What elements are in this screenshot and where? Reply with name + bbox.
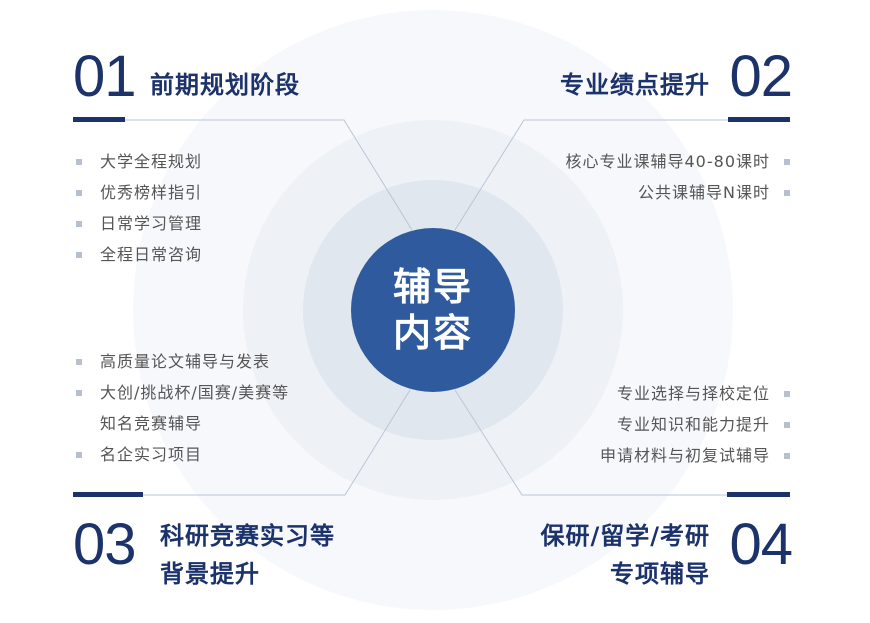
bullet-icon — [76, 251, 82, 258]
bullet-icon — [784, 189, 790, 196]
section-03-title-line2: 背景提升 — [160, 560, 260, 588]
section-03-accent-bar — [73, 492, 143, 497]
section-04-list: 专业选择与择校定位 专业知识和能力提升 申请材料与初复试辅导 — [600, 378, 790, 471]
list-item: 大创/挑战杯/国赛/美赛等 — [76, 377, 289, 408]
list-item: 日常学习管理 — [76, 208, 202, 239]
section-03-number: 03 — [73, 512, 137, 577]
section-02-list: 核心专业课辅导40-80课时 公共课辅导N课时 — [566, 146, 790, 208]
section-01-accent-bar — [73, 117, 125, 122]
list-item: 专业知识和能力提升 — [600, 409, 790, 440]
center-circle: 辅导 内容 — [351, 228, 515, 392]
section-04-title-line2: 专项辅导 — [610, 560, 710, 588]
list-item: 高质量论文辅导与发表 — [76, 346, 289, 377]
bullet-icon — [76, 158, 82, 165]
list-item: 名企实习项目 — [76, 439, 289, 470]
bullet-icon — [76, 451, 82, 458]
list-item: 大学全程规划 — [76, 146, 202, 177]
bullet-icon — [784, 452, 790, 459]
section-03-title-line1: 科研竞赛实习等 — [160, 522, 335, 550]
section-04-accent-bar — [727, 492, 790, 497]
section-04-title-line1: 保研/留学/考研 — [540, 522, 710, 550]
bullet-icon — [784, 421, 790, 428]
list-item: 核心专业课辅导40-80课时 — [566, 146, 790, 177]
list-item: 全程日常咨询 — [76, 239, 202, 270]
bullet-icon — [76, 189, 82, 196]
bullet-icon — [76, 358, 82, 365]
section-02-title: 专业绩点提升 — [560, 71, 710, 99]
section-01-title: 前期规划阶段 — [150, 71, 300, 99]
list-item: 知名竞赛辅导 — [100, 414, 203, 433]
list-item: 专业选择与择校定位 — [600, 378, 790, 409]
bullet-icon — [784, 390, 790, 397]
center-label-line1: 辅导 — [392, 265, 473, 309]
section-04-number: 04 — [729, 512, 793, 577]
section-03-list: 高质量论文辅导与发表 大创/挑战杯/国赛/美赛等 知名竞赛辅导 名企实习项目 — [76, 346, 289, 470]
section-01-list: 大学全程规划 优秀榜样指引 日常学习管理 全程日常咨询 — [76, 146, 202, 270]
list-item: 优秀榜样指引 — [76, 177, 202, 208]
section-02-number: 02 — [729, 44, 793, 109]
section-02-accent-bar — [728, 117, 790, 122]
section-01-number: 01 — [73, 44, 137, 109]
bullet-icon — [76, 389, 82, 396]
bullet-icon — [76, 220, 82, 227]
list-item: 公共课辅导N课时 — [566, 177, 790, 208]
list-item: 申请材料与初复试辅导 — [600, 440, 790, 471]
center-label-line2: 内容 — [392, 311, 473, 355]
bullet-icon — [784, 158, 790, 165]
